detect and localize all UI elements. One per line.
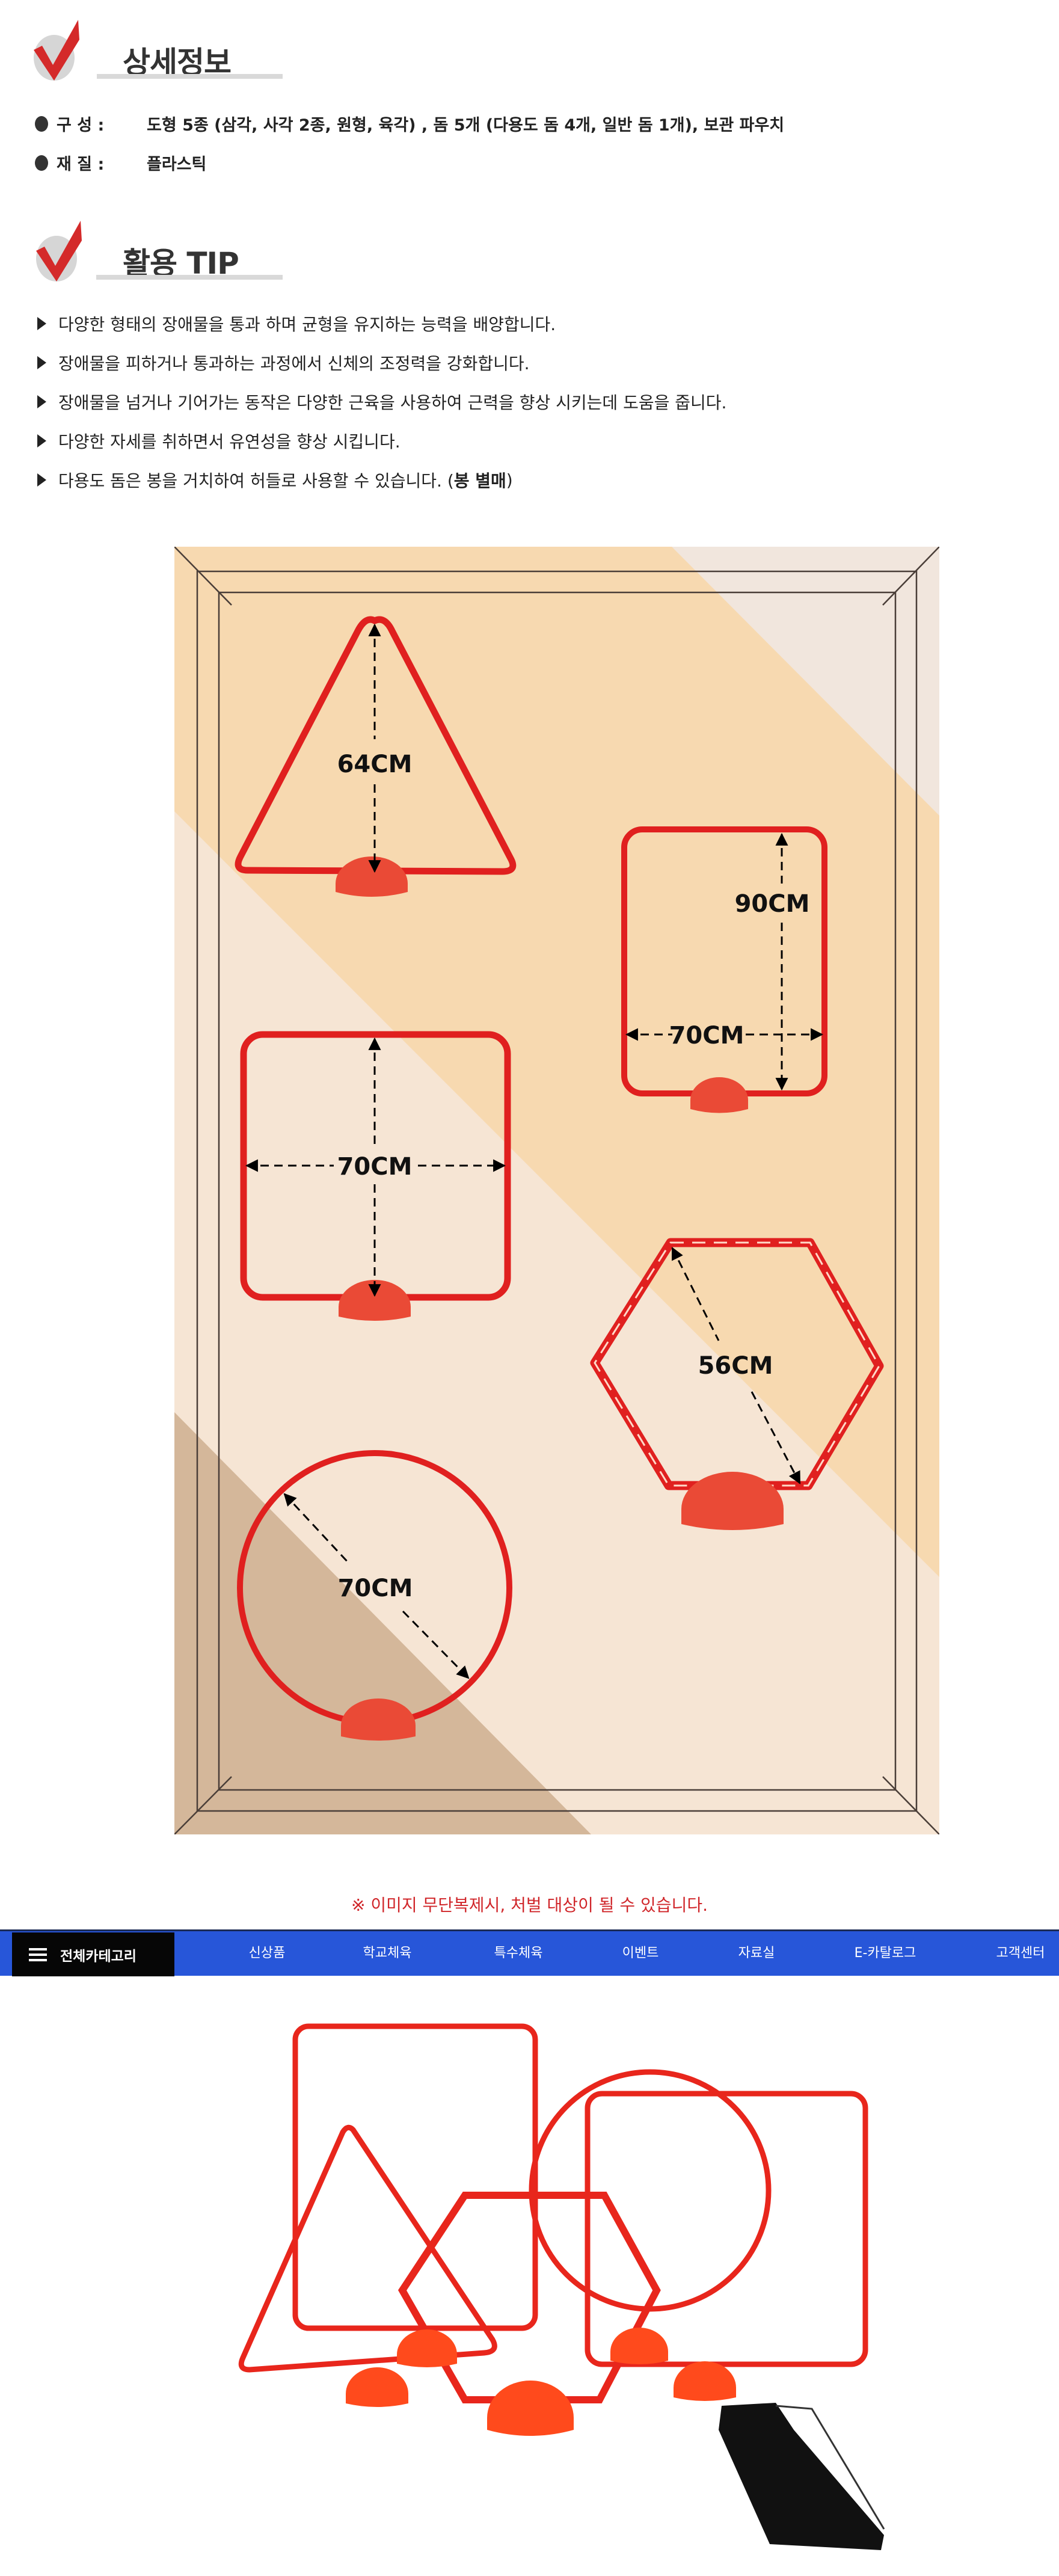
dome-base (336, 856, 408, 897)
arrow-right-icon (37, 434, 46, 447)
spec-value: 플라스틱 (147, 155, 207, 174)
bullet-icon (35, 115, 48, 132)
bullet-icon (35, 155, 48, 171)
hamburger-menu-icon (29, 1947, 47, 1961)
nav-item-library[interactable]: 자료실 (738, 1946, 775, 1961)
nav-item-special-pe[interactable]: 특수체육 (494, 1946, 543, 1961)
arrow-right-icon (37, 356, 46, 369)
tip-text: 다용도 돔은 봉을 거치하여 허들로 사용할 수 있습니다. ( (58, 471, 454, 491)
all-categories-label: 전체카테고리 (60, 1948, 137, 1964)
tip-item: 장애물을 피하거나 통과하는 과정에서 신체의 조정력을 강화합니다. (37, 351, 530, 375)
dimension-arrow (751, 1391, 801, 1484)
check-icon (34, 20, 79, 81)
tip-bold-text: 봉 별매 (453, 471, 506, 491)
nav-item-event[interactable]: 이벤트 (622, 1946, 659, 1961)
copyright-notice: ※ 이미지 무단복제시, 처벌 대상이 될 수 있습니다. (351, 1895, 708, 1915)
tip-item: 장애물을 넘거나 기어가는 동작은 다양한 근육을 사용하여 근력을 향상 시키… (37, 390, 726, 414)
nav-item-e-catalog[interactable]: E-카탈로그 (854, 1946, 916, 1961)
spec-value: 도형 5종 (삼각, 사각 2종, 원형, 육각) , 돔 5개 (다용도 돔 … (147, 116, 785, 135)
spec-material: 재 질 : 플라스틱 (35, 151, 206, 174)
rect-tall-width-label: 70CM (669, 1022, 744, 1050)
nav-item-customer-center[interactable]: 고객센터 (996, 1946, 1045, 1961)
dome-base (341, 1698, 416, 1741)
check-icon (36, 221, 82, 281)
category-nav-bar: 전체카테고리 신상품 학교체육 특수체육 이벤트 자료실 E-카탈로그 고객센터 (0, 1929, 1059, 1976)
tip-item: 다양한 자세를 취하면서 유연성을 향상 시킵니다. (37, 429, 401, 453)
size-diagram: 64CM 90CM 70CM 70CM 56CM 70CM (174, 547, 939, 1834)
photo-rect-square (585, 2091, 868, 2367)
spec-label: 재 질 : (57, 155, 105, 174)
photo-triangle (238, 2124, 497, 2373)
dome-base (681, 1472, 784, 1530)
nav-item-school-pe[interactable]: 학교체육 (363, 1946, 412, 1961)
arrow-right-icon (37, 395, 46, 408)
tip-text: 장애물을 피하거나 통과하는 과정에서 신체의 조정력을 강화합니다. (58, 354, 530, 373)
circle-diameter-label: 70CM (338, 1575, 413, 1602)
dimension-arrow (402, 1610, 470, 1679)
tip-text: 장애물을 넘거나 기어가는 동작은 다양한 근육을 사용하여 근력을 향상 시키… (58, 393, 727, 413)
arrow-right-icon (37, 473, 46, 487)
dimension-arrow (671, 1247, 720, 1341)
rect-tall-height-label: 90CM (735, 890, 810, 918)
tip-item: 다용도 돔은 봉을 거치하여 허들로 사용할 수 있습니다. (봉 별매) (37, 468, 513, 492)
bg-band-orange (174, 547, 939, 1577)
dimension-arrow (283, 1493, 350, 1564)
tip-text: ) (506, 470, 513, 490)
triangle-height-label: 64CM (337, 751, 413, 778)
photo-rect-tall (292, 2023, 538, 2331)
hexagon-size-label: 56CM (698, 1352, 773, 1380)
all-categories-button[interactable]: 전체카테고리 (12, 1932, 174, 1976)
tip-text: 다양한 형태의 장애물을 통과 하며 균형을 유지하는 능력을 배양합니다. (58, 315, 556, 334)
hexagon-slots (594, 1241, 880, 1487)
spec-composition: 구 성 : 도형 5종 (삼각, 사각 2종, 원형, 육각) , 돔 5개 (… (35, 112, 784, 135)
photo-domes (346, 2328, 736, 2436)
title-underline (96, 275, 283, 280)
photo-hexagon (398, 2192, 661, 2403)
arrow-right-icon (37, 317, 46, 330)
tip-text: 다양한 자세를 취하면서 유연성을 향상 시킵니다. (58, 432, 401, 452)
title-underline (97, 74, 283, 79)
room-frame (174, 547, 939, 1834)
spec-label: 구 성 : (57, 116, 105, 135)
product-photo (238, 2023, 885, 2550)
nav-item-new[interactable]: 신상품 (248, 1946, 286, 1961)
storage-pouch (719, 2403, 884, 2550)
dome-base (690, 1077, 748, 1113)
bg-band-brown (174, 1412, 591, 1834)
dome-base (339, 1280, 411, 1321)
rect-square-width-label: 70CM (337, 1153, 413, 1181)
tip-item: 다양한 형태의 장애물을 통과 하며 균형을 유지하는 능력을 배양합니다. (37, 312, 556, 336)
